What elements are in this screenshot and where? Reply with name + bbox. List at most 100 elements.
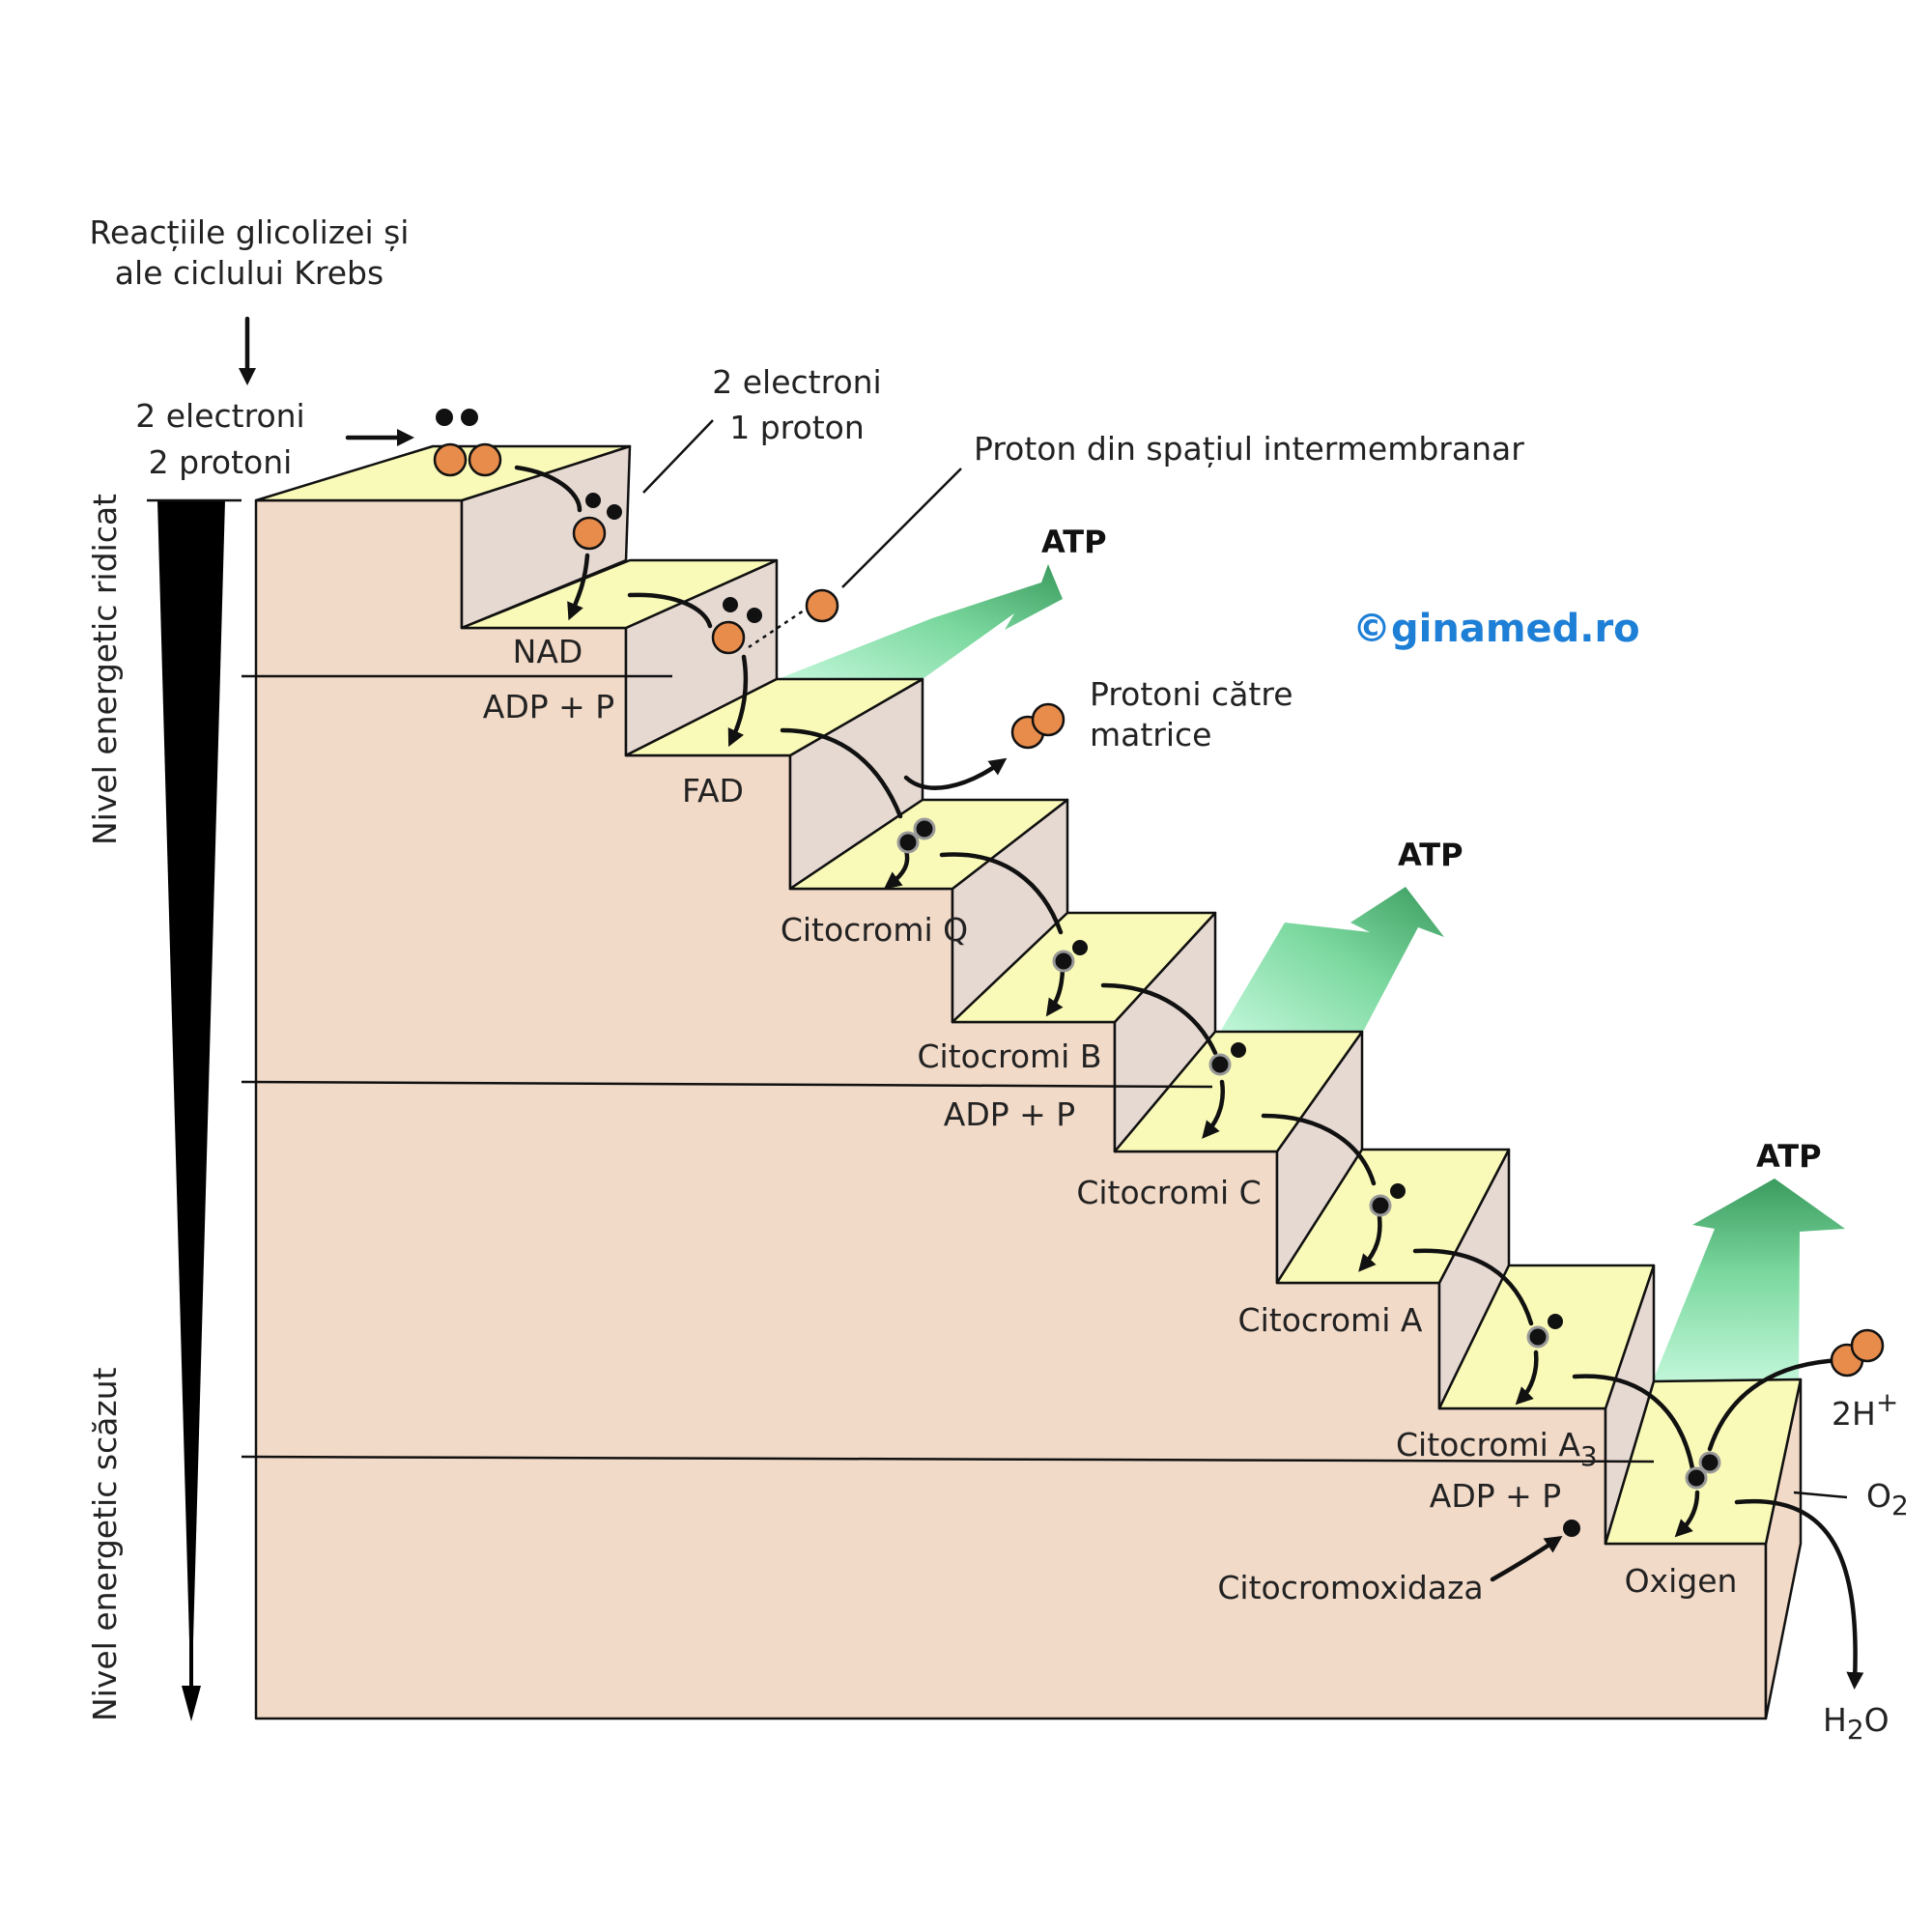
proton (433, 442, 468, 477)
intermembrane-proton (805, 588, 839, 623)
axis-high-label: Nivel energetic ridicat (86, 494, 124, 845)
enzyme-label: Citocromoxidaza (1217, 1569, 1483, 1606)
adp-label-1: ADP + P (483, 688, 614, 725)
electron-pair (896, 831, 920, 854)
electron (1231, 1042, 1246, 1058)
enzyme-pointer-arrow (1490, 1536, 1563, 1582)
electron (1052, 950, 1075, 973)
flow-arrows (239, 316, 1864, 1690)
matrix-protons-label-line1: Protoni către (1090, 675, 1293, 713)
electron (1072, 940, 1088, 955)
source-label-line1: Reacțiile glicolizei și (90, 213, 410, 252)
electron (607, 504, 622, 520)
nad-output-label-line1: 2 electroni (712, 363, 881, 401)
h2o-label: H2O (1823, 1701, 1889, 1746)
energy-level-arrowhead (182, 1686, 201, 1721)
watermark: ©ginamed.ro (1352, 607, 1640, 651)
atp-arrows (778, 564, 1845, 1383)
particles (433, 409, 1885, 1537)
o2-main: O (1866, 1477, 1891, 1515)
h2o-sub: 2 (1847, 1714, 1864, 1746)
citocromoxidaza-dot (1563, 1520, 1580, 1537)
citocromi-a3-main: Citocromi A (1396, 1426, 1580, 1463)
step-label-nad: NAD (513, 633, 583, 670)
flow-nad-to-fad (627, 592, 713, 629)
h-proton (1850, 1328, 1885, 1363)
flow-b-to-c (1100, 982, 1218, 1056)
flow-c-to-a (1261, 1113, 1377, 1186)
matrix-proton (1031, 702, 1065, 737)
tread-citocromi-b (951, 911, 1217, 1024)
tread-fad (624, 677, 924, 757)
protons-2h-sup: + (1876, 1386, 1898, 1418)
intermembrane-leader (841, 468, 962, 588)
proton (711, 620, 746, 655)
tread-citocromi-c (1113, 1030, 1364, 1153)
source-label-line2: ale ciclului Krebs (115, 254, 384, 292)
step-label-oxigen: Oxigen (1625, 1562, 1738, 1600)
flow-2h-to-oxigen (1707, 1357, 1846, 1452)
axis-low-label: Nivel energetic scăzut (86, 1367, 124, 1721)
flow-a3-drop (1515, 1350, 1539, 1406)
step-label-citocromi-b: Citocromi B (918, 1037, 1102, 1075)
electron (1526, 1325, 1549, 1349)
flow-fad-drop (727, 654, 749, 748)
electron (1685, 1466, 1708, 1490)
electron (747, 608, 762, 623)
atp-arrow-2 (1219, 887, 1444, 1034)
electron (1548, 1314, 1563, 1329)
flow-fad-to-q (780, 727, 903, 819)
flow-to-water (1734, 1498, 1864, 1690)
protons-2h-label: 2H+ (1832, 1386, 1898, 1433)
proton (572, 516, 607, 551)
step-label-citocromi-q: Citocromi Q (781, 911, 968, 949)
electron (585, 493, 601, 508)
protons-2h-main: 2H (1832, 1395, 1876, 1433)
flow-top-to-nad (514, 465, 582, 513)
nad-output-leader (642, 419, 714, 494)
o2-leader (1793, 1491, 1848, 1499)
electron (1208, 1053, 1232, 1076)
atp-label-1: ATP (1041, 524, 1107, 560)
tread-nad (460, 558, 779, 630)
h2o-h: H (1823, 1701, 1847, 1739)
nad-output-label-line2: 1 proton (729, 409, 865, 446)
o2-sub: 2 (1891, 1490, 1909, 1521)
electron (1390, 1183, 1406, 1199)
proton (468, 442, 502, 477)
step-label-citocromi-a3: Citocromi A3 (1396, 1426, 1598, 1472)
flow-a-drop (1358, 1214, 1382, 1272)
electron (723, 597, 738, 612)
input-label-line2: 2 protoni (149, 443, 293, 481)
o2-label: O2 (1866, 1477, 1909, 1521)
adp-label-2: ADP + P (944, 1095, 1075, 1133)
atp-arrow-3 (1652, 1179, 1845, 1383)
flow-q-drop (883, 847, 910, 890)
intermembrane-proton-label: Proton din spațiul intermembranar (974, 430, 1524, 469)
step-label-fad: FAD (682, 772, 744, 810)
labels: Reacțiile glicolizei și ale ciclului Kre… (86, 213, 1909, 1746)
step-label-citocromi-a: Citocromi A (1238, 1301, 1423, 1339)
intermembrane-dotted (748, 605, 810, 649)
electron (1698, 1451, 1721, 1474)
input-label-line1: 2 electroni (135, 397, 304, 435)
flow-matrix-branch (903, 757, 1008, 790)
flow-a3-to-oxigen (1572, 1374, 1695, 1471)
h2o-o: O (1864, 1701, 1889, 1739)
adp-label-3: ADP + P (1430, 1477, 1561, 1515)
flow-c-drop (1202, 1079, 1225, 1139)
energy-level-wedge (157, 500, 225, 1710)
atp-arrow-1 (778, 564, 1063, 679)
atp-label-2: ATP (1398, 837, 1463, 873)
electron (436, 409, 453, 426)
step-label-citocromi-c: Citocromi C (1076, 1174, 1261, 1211)
electron (461, 409, 478, 426)
atp-label-3: ATP (1756, 1138, 1822, 1175)
citocromi-a3-sub: 3 (1580, 1440, 1598, 1472)
tread-citocromi-a (1275, 1148, 1511, 1285)
matrix-protons-label-line2: matrice (1090, 716, 1212, 753)
flow-oxigen-drop (1674, 1490, 1700, 1538)
adp-line-3 (241, 1455, 1655, 1463)
flow-a-to-a3 (1412, 1248, 1534, 1326)
